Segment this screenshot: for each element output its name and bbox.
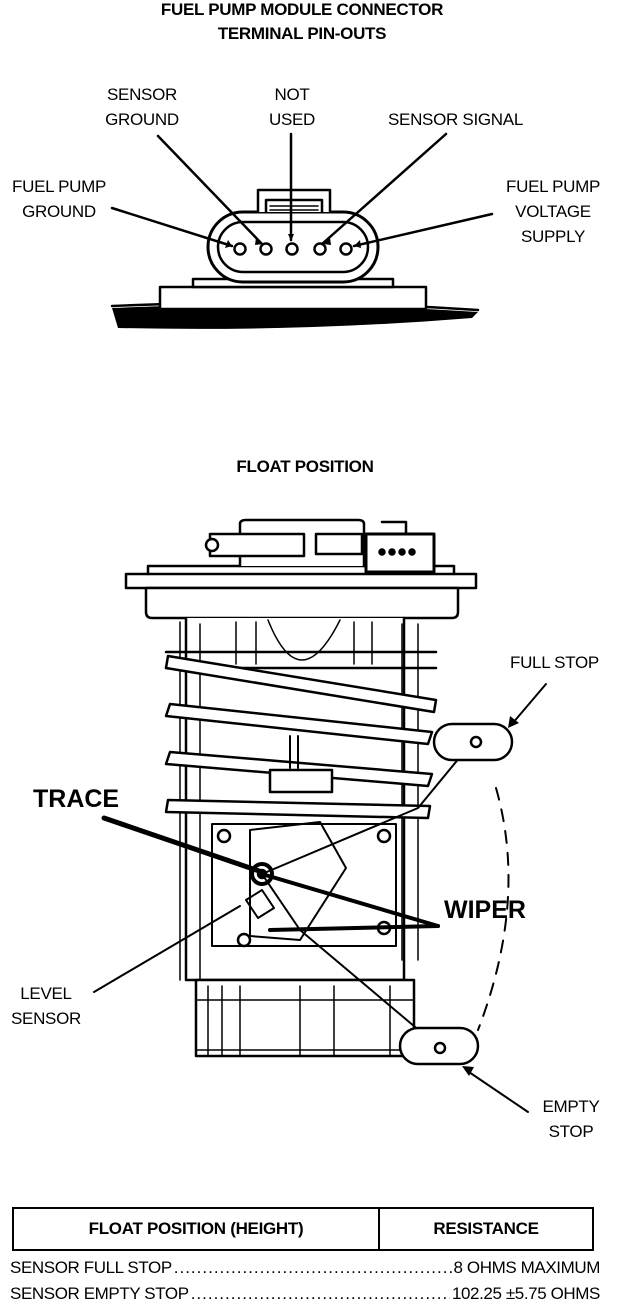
- label-level-sensor: LEVEL SENSOR: [2, 981, 90, 1031]
- label-empty-stop: EMPTY STOP: [526, 1094, 616, 1144]
- label-not-used: NOT USED: [252, 82, 332, 132]
- label-empty-stop-line1: EMPTY: [542, 1097, 600, 1116]
- label-trace: TRACE: [33, 785, 120, 813]
- label-voltage-line2: VOLTAGE: [515, 202, 591, 221]
- label-fuel-pump-ground-line1: FUEL PUMP: [12, 177, 106, 196]
- row-label: SENSOR FULL STOP: [10, 1258, 172, 1277]
- label-voltage-line3: SUPPLY: [520, 227, 586, 246]
- label-not-used-line1: NOT: [274, 85, 310, 104]
- table-row: SENSOR FULL STOP 8 OHMS MAXIMUM: [10, 1258, 600, 1278]
- dot-leader: [174, 1258, 452, 1278]
- label-voltage-line1: FUEL PUMP: [506, 177, 600, 196]
- dot-leader: [191, 1284, 450, 1304]
- table-row: SENSOR EMPTY STOP 102.25 ±5.75 OHMS: [10, 1284, 600, 1304]
- label-fuel-pump-ground: FUEL PUMP GROUND: [4, 174, 114, 224]
- label-fuel-pump-voltage-supply: FUEL PUMP VOLTAGE SUPPLY: [496, 174, 610, 249]
- header-resistance: RESISTANCE: [433, 1219, 539, 1238]
- connector-title-line1: FUEL PUMP MODULE CONNECTOR: [160, 0, 444, 19]
- label-full-stop: FULL STOP: [510, 653, 599, 672]
- float-assembly-drawing: [93, 518, 547, 1113]
- label-empty-stop-line2: STOP: [548, 1122, 594, 1141]
- float-title: FLOAT POSITION: [236, 457, 374, 476]
- label-wiper: WIPER: [444, 896, 526, 924]
- label-not-used-line2: USED: [268, 110, 316, 129]
- label-sensor-ground: SENSOR GROUND: [92, 82, 192, 132]
- label-sensor-ground-line2: GROUND: [105, 110, 179, 129]
- connector-title-line2: TERMINAL PIN-OUTS: [217, 24, 387, 43]
- label-level-sensor-line2: SENSOR: [11, 1009, 81, 1028]
- resistance-table-header: FLOAT POSITION (HEIGHT) RESISTANCE: [12, 1207, 594, 1251]
- row-label: SENSOR EMPTY STOP: [10, 1284, 189, 1303]
- label-fuel-pump-ground-line2: GROUND: [22, 202, 96, 221]
- connector-title: FUEL PUMP MODULE CONNECTOR TERMINAL PIN-…: [0, 0, 604, 46]
- connector-drawing: [110, 132, 494, 329]
- row-value: 8 OHMS MAXIMUM: [453, 1258, 601, 1277]
- header-float-position: FLOAT POSITION (HEIGHT): [14, 1209, 380, 1249]
- label-sensor-signal: SENSOR SIGNAL: [388, 110, 523, 129]
- label-level-sensor-line1: LEVEL: [20, 984, 72, 1003]
- label-sensor-ground-line1: SENSOR: [107, 85, 177, 104]
- row-value: 102.25 ±5.75 OHMS: [451, 1284, 600, 1303]
